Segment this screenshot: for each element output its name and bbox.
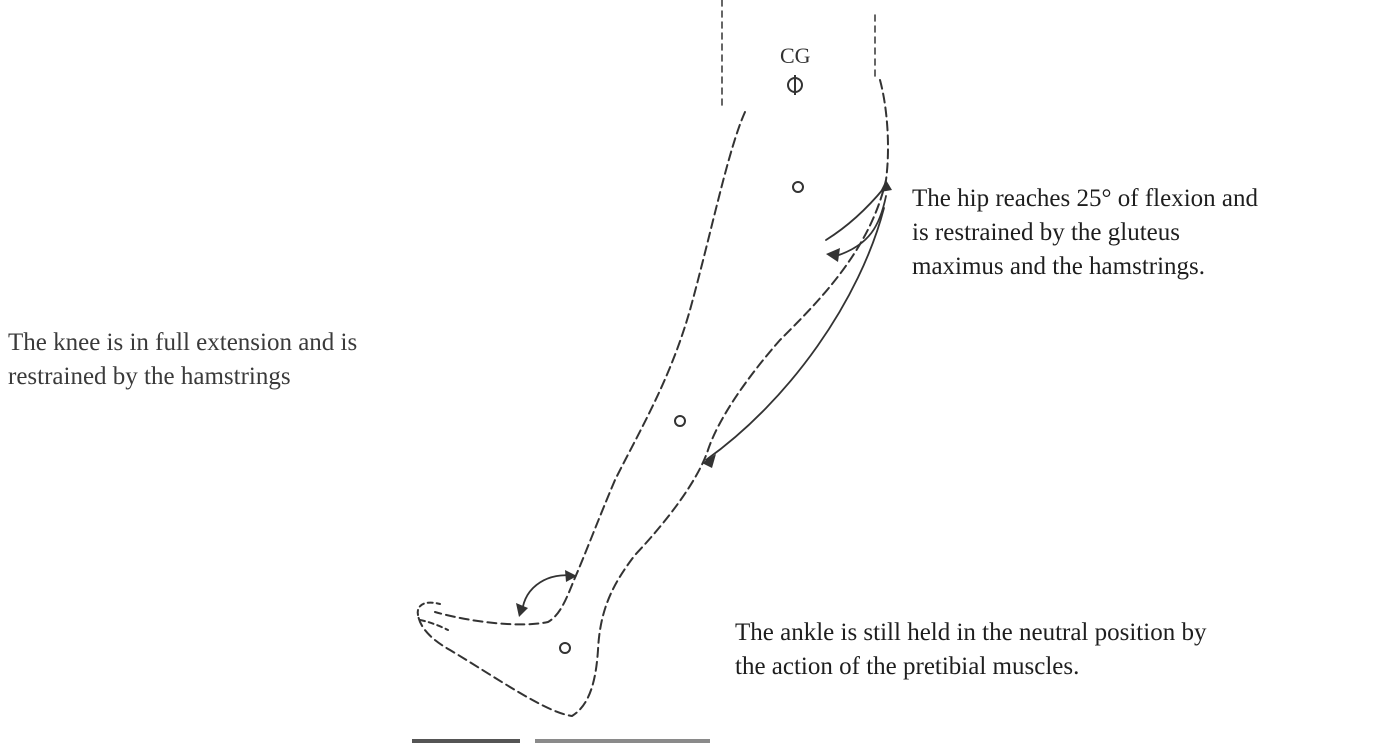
ankle-arrowhead-bottom [516, 603, 528, 617]
ankle-arrowhead-top [565, 570, 577, 582]
ankle-annotation-line: the action of the pretibial muscles. [735, 650, 1206, 684]
hip-joint-marker [793, 182, 803, 192]
hip-annotation-line: is restrained by the gluteus [912, 216, 1258, 250]
knee-joint-marker [675, 416, 685, 426]
ankle-annotation-line: The ankle is still held in the neutral p… [735, 616, 1206, 650]
knee-annotation-line: restrained by the hamstrings [8, 360, 357, 394]
hip-arrowhead-left [826, 248, 840, 262]
ankle-joint-marker [560, 643, 570, 653]
knee-annotation: The knee is in full extension and is res… [8, 326, 357, 394]
hip-arc-arrow [826, 188, 886, 256]
hip-annotation-line: The hip reaches 25° of flexion and [912, 182, 1258, 216]
ankle-annotation: The ankle is still held in the neutral p… [735, 616, 1206, 684]
hip-annotation-line: maximus and the hamstrings. [912, 250, 1258, 284]
cg-label: CG [780, 44, 811, 68]
leg-front-outline [435, 112, 745, 624]
hip-annotation: The hip reaches 25° of flexion and is re… [912, 182, 1258, 284]
knee-annotation-line: The knee is in full extension and is [8, 326, 357, 360]
hip-arrowhead-top [880, 180, 892, 192]
